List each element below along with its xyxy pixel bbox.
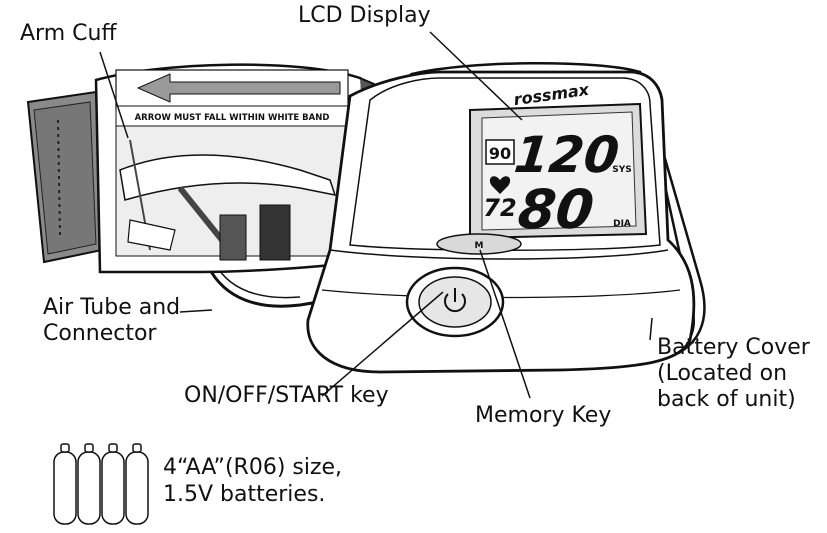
label-air-tube-line1: Air Tube and: [43, 295, 181, 320]
leader-memory-key: [479, 249, 531, 399]
leader-battery-cover: [649, 317, 653, 341]
leader-on-off: [321, 291, 444, 397]
on-off-start-button[interactable]: [405, 266, 505, 338]
svg-text:M: M: [475, 241, 484, 251]
label-battery-cover-line3: back of unit): [657, 387, 796, 412]
leader-arm-cuff: [99, 51, 129, 139]
label-battery-cover-line2: (Located on: [657, 361, 788, 386]
heart-icon: [489, 176, 511, 194]
label-batteries-line1: 4“AA”(R06) size,: [163, 455, 343, 480]
memory-button[interactable]: M: [436, 233, 522, 255]
power-icon: [444, 288, 466, 313]
cuff-arrow: [136, 73, 341, 103]
lcd-dia-value: 80: [515, 178, 597, 241]
label-lcd-display: LCD Display: [298, 3, 431, 28]
label-batteries-line2: 1.5V batteries.: [163, 482, 326, 507]
leader-lines: [99, 31, 653, 399]
lcd-sys-unit: SYS: [612, 165, 631, 175]
label-battery-cover-line1: Battery Cover: [657, 335, 810, 360]
lcd-dia-unit: DIA: [613, 219, 631, 229]
leader-air-tube: [179, 309, 213, 313]
lcd-display: 120 80 90 72 SYS DIA: [469, 102, 648, 241]
label-air-tube-line2: Connector: [43, 321, 157, 346]
label-memory-key: Memory Key: [475, 403, 612, 428]
lcd-sys-value: 120: [511, 125, 622, 184]
leader-lcd-display: [429, 31, 523, 121]
label-arm-cuff: Arm Cuff: [20, 21, 117, 46]
lcd-pulse-value: 72: [483, 194, 516, 222]
label-on-off-start: ON/OFF/START key: [184, 383, 389, 408]
batteries-icon: [53, 443, 149, 525]
lcd-memory-value: 90: [489, 144, 511, 163]
cuff-instruction-text: ARROW MUST FALL WITHIN WHITE BAND: [135, 113, 330, 123]
